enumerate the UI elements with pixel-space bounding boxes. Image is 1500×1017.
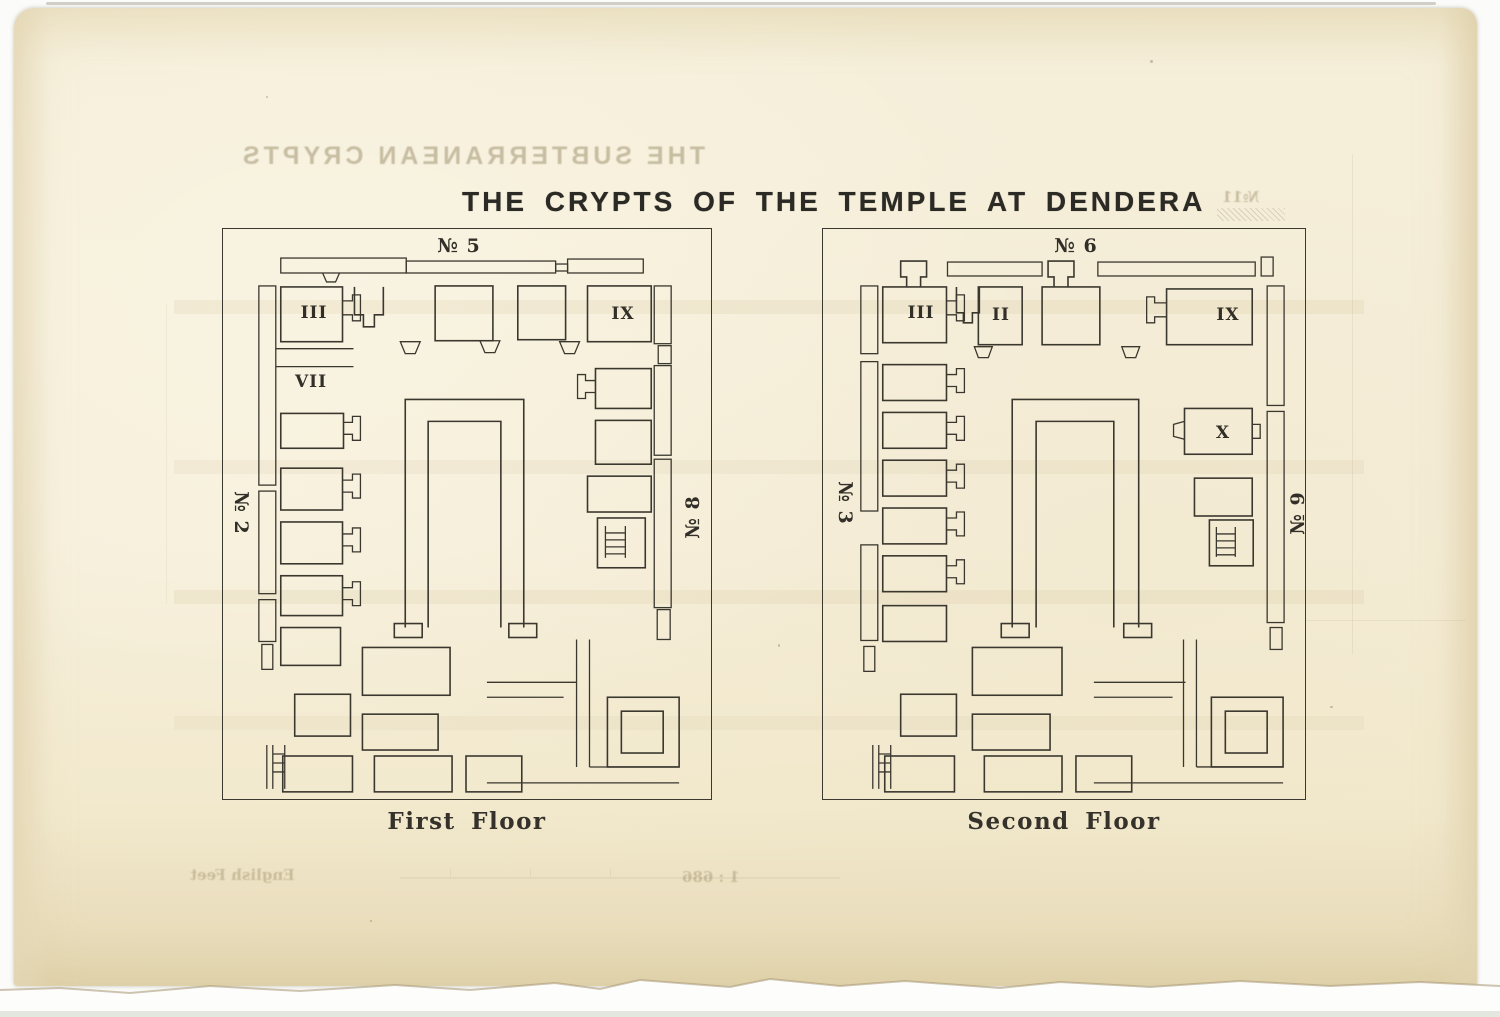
bleed-line [1352,154,1353,654]
scan-edge [46,2,1436,5]
bleed-line [1306,620,1466,621]
ghost-scale-line [400,877,840,879]
room-iii-label: III [907,303,935,323]
crypt-no3-label: № 3 [834,481,856,525]
plate-title: THE CRYPTS OF THE TEMPLE AT DENDERA [462,186,1206,217]
crypt-no5-label: № 5 [437,235,481,257]
bleed-line [166,304,167,604]
ghost-scale-ratio: 1 : 686 [682,868,740,886]
first-floor-plan: № 5 № 2 № 8 III VII IX [222,228,712,800]
foxing-speck [778,644,780,647]
crypt-no8-label: № 8 [682,495,704,539]
second-floor-plan-drawing [860,256,1285,793]
ghost-corner-label: №11 [1222,188,1260,206]
crypt-no9-label: № 9 [1287,491,1309,535]
second-floor-plan: № 6 № 3 № 9 III II IX X [822,228,1309,800]
first-floor-caption: First Floor [387,808,547,835]
room-ix-label: IX [1216,305,1240,325]
room-vii-label: VII [294,372,328,392]
second-floor-caption: Second Floor [967,808,1161,835]
ghost-scale-tick [610,868,611,877]
crypt-no2-label: № 2 [230,491,252,535]
foxing-speck [266,96,268,98]
room-iii-label: III [300,303,328,323]
scan-baseline [0,1011,1500,1017]
ghost-scale-tick [450,868,451,877]
foxing-speck [370,920,372,922]
room-ix-label: IX [611,304,635,324]
ghost-scale-units: English Feet [190,866,295,884]
ghost-scale-tick [530,868,531,877]
ghost-hatch-bar [1217,208,1285,221]
room-ii-label: II [992,305,1010,325]
crypt-no6-label: № 6 [1054,235,1098,257]
torn-page-edge [0,977,1500,1017]
foxing-speck [1150,60,1153,63]
room-x-label: X [1215,423,1231,443]
ghost-mirrored-title: THE SUBTERRANEAN CRYPTS [238,142,705,170]
foxing-speck [1330,706,1333,708]
first-floor-plan-drawing [258,257,680,793]
